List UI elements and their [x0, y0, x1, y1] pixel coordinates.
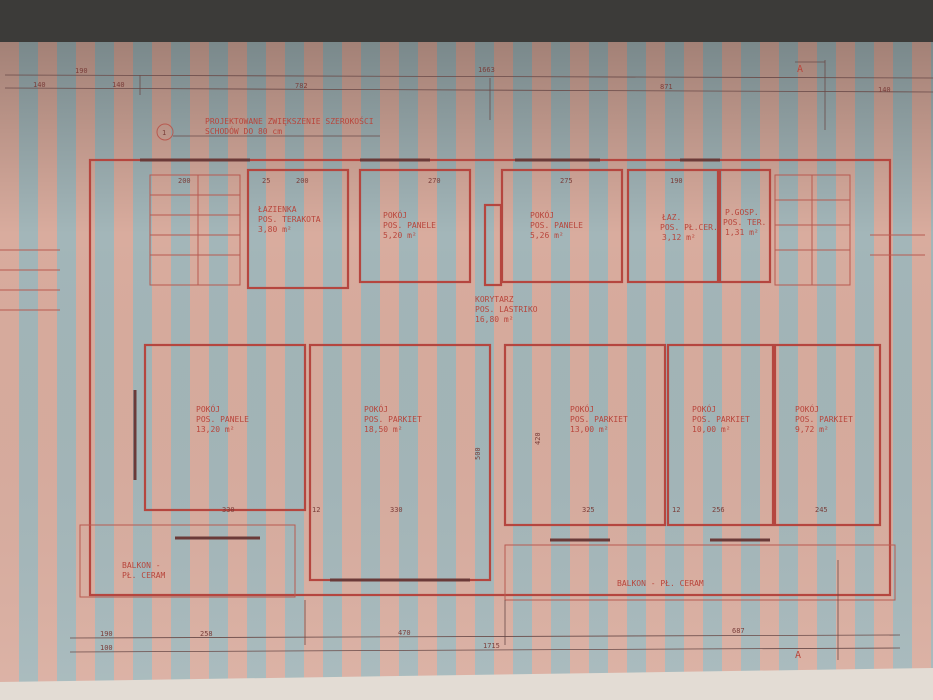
room-label-pokoj-2: POKÓJ POS. PANELE 5,26 m² [530, 209, 583, 240]
svg-text:325: 325 [582, 506, 595, 514]
svg-text:12: 12 [312, 506, 320, 514]
svg-text:330: 330 [390, 506, 403, 514]
dim-label: 1663 [478, 66, 495, 74]
photo-background [0, 0, 933, 50]
svg-text:POKÓJ: POKÓJ [530, 209, 554, 220]
balcony-label-left: BALKON - PŁ. CERAM [122, 561, 166, 580]
svg-text:POKÓJ: POKÓJ [692, 403, 716, 414]
dim-label: 140 [33, 81, 46, 89]
building-walls [0, 158, 925, 601]
svg-text:POKÓJ: POKÓJ [795, 403, 819, 414]
svg-text:500: 500 [474, 447, 482, 460]
svg-text:POS. PŁ.CER.: POS. PŁ.CER. [660, 223, 718, 232]
svg-text:POS. PANELE: POS. PANELE [530, 221, 583, 230]
svg-text:PŁ. CERAM: PŁ. CERAM [122, 571, 166, 580]
svg-text:POS. PARKIET: POS. PARKIET [364, 415, 422, 424]
svg-text:190: 190 [670, 177, 683, 185]
page-edge [0, 668, 933, 700]
svg-text:POS. PANELE: POS. PANELE [383, 221, 436, 230]
svg-text:BALKON - PŁ. CERAM: BALKON - PŁ. CERAM [617, 579, 704, 588]
svg-text:16,80 m²: 16,80 m² [475, 315, 514, 324]
svg-text:330: 330 [222, 506, 235, 514]
svg-text:POKÓJ: POKÓJ [196, 403, 220, 414]
svg-text:POS. PARKIET: POS. PARKIET [692, 415, 750, 424]
svg-text:1,31 m²: 1,31 m² [725, 228, 759, 237]
svg-text:POS. TER.: POS. TER. [723, 218, 766, 227]
top-dimension-lines: 190 1663 140 140 782 871 140 A [4, 60, 933, 130]
svg-text:18,50 m²: 18,50 m² [364, 425, 403, 434]
svg-text:12: 12 [672, 506, 680, 514]
svg-text:PROJEKTOWANE ZWIĘKSZENIE SZERO: PROJEKTOWANE ZWIĘKSZENIE SZEROKOŚCI [205, 115, 374, 126]
svg-text:1: 1 [162, 129, 166, 137]
balcony-label-right: BALKON - PŁ. CERAM [617, 579, 704, 588]
svg-text:P.GOSP.: P.GOSP. [725, 208, 759, 217]
svg-text:275: 275 [560, 177, 573, 185]
svg-text:256: 256 [712, 506, 725, 514]
svg-text:ŁAZIENKA: ŁAZIENKA [257, 205, 297, 214]
room-label-pokoj-4: POKÓJ POS. PARKIET 18,50 m² [364, 403, 422, 434]
svg-text:POKÓJ: POKÓJ [383, 209, 407, 220]
svg-text:POKÓJ: POKÓJ [364, 403, 388, 414]
svg-text:POS. LASTRIKO: POS. LASTRIKO [475, 305, 538, 314]
room-label-pokoj-7: POKÓJ POS. PARKIET 9,72 m² [795, 403, 853, 434]
svg-text:25: 25 [262, 177, 270, 185]
dim-label: 140 [878, 86, 891, 94]
room-label-lazienka: ŁAZIENKA POS. TERAKOTA 3,80 m² [257, 205, 321, 234]
dim-label: 871 [660, 83, 673, 91]
svg-text:5,20 m²: 5,20 m² [383, 231, 417, 240]
svg-text:13,00 m²: 13,00 m² [570, 425, 609, 434]
svg-text:1715: 1715 [483, 642, 500, 650]
svg-text:3,80 m²: 3,80 m² [258, 225, 292, 234]
svg-text:POS. PANELE: POS. PANELE [196, 415, 249, 424]
stair-note: 1 PROJEKTOWANE ZWIĘKSZENIE SZEROKOŚCI SC… [156, 115, 380, 141]
svg-text:190: 190 [100, 630, 113, 638]
svg-text:3,12 m²: 3,12 m² [662, 233, 696, 242]
svg-text:ŁAZ.: ŁAZ. [661, 213, 681, 222]
svg-text:SCHODÓW DO 80 cm: SCHODÓW DO 80 cm [205, 125, 282, 136]
section-marker-bottom: A [795, 650, 801, 661]
svg-text:13,20 m²: 13,20 m² [196, 425, 235, 434]
svg-text:200: 200 [296, 177, 309, 185]
room-label-pgosp: P.GOSP. POS. TER. 1,31 m² [723, 208, 766, 237]
svg-text:687: 687 [732, 627, 745, 635]
room-label-pokoj-5: POKÓJ POS. PARKIET 13,00 m² [570, 403, 628, 434]
inner-dimensions: 200 25 200 270 275 190 330 330 325 256 2… [178, 177, 828, 514]
svg-text:KORYTARZ: KORYTARZ [475, 295, 514, 304]
svg-text:5,26 m²: 5,26 m² [530, 231, 564, 240]
svg-text:100: 100 [100, 644, 113, 652]
room-label-pokoj-6: POKÓJ POS. PARKIET 10,00 m² [692, 403, 750, 434]
svg-text:420: 420 [534, 432, 542, 445]
dim-label: 190 [75, 67, 88, 75]
room-label-laz: ŁAZ. POS. PŁ.CER. 3,12 m² [660, 213, 718, 242]
dim-label: 140 [112, 81, 125, 89]
section-marker-top: A [797, 64, 803, 75]
svg-text:POS. PARKIET: POS. PARKIET [795, 415, 853, 424]
svg-text:BALKON -: BALKON - [122, 561, 161, 570]
svg-text:POS. TERAKOTA: POS. TERAKOTA [258, 215, 321, 224]
room-label-pokoj-1: POKÓJ POS. PANELE 5,20 m² [383, 209, 436, 240]
dim-label: 782 [295, 82, 308, 90]
room-label-korytarz: KORYTARZ POS. LASTRIKO 16,80 m² [475, 295, 538, 324]
svg-text:POKÓJ: POKÓJ [570, 403, 594, 414]
svg-text:9,72 m²: 9,72 m² [795, 425, 829, 434]
bottom-dimension-lines: 190 258 470 687 100 1715 A [69, 560, 901, 661]
svg-text:POS. PARKIET: POS. PARKIET [570, 415, 628, 424]
svg-text:258: 258 [200, 630, 213, 638]
svg-text:200: 200 [178, 177, 191, 185]
room-label-pokoj-3: POKÓJ POS. PANELE 13,20 m² [196, 403, 249, 434]
svg-text:270: 270 [428, 177, 441, 185]
svg-text:10,00 m²: 10,00 m² [692, 425, 731, 434]
svg-text:245: 245 [815, 506, 828, 514]
svg-text:470: 470 [398, 629, 411, 637]
